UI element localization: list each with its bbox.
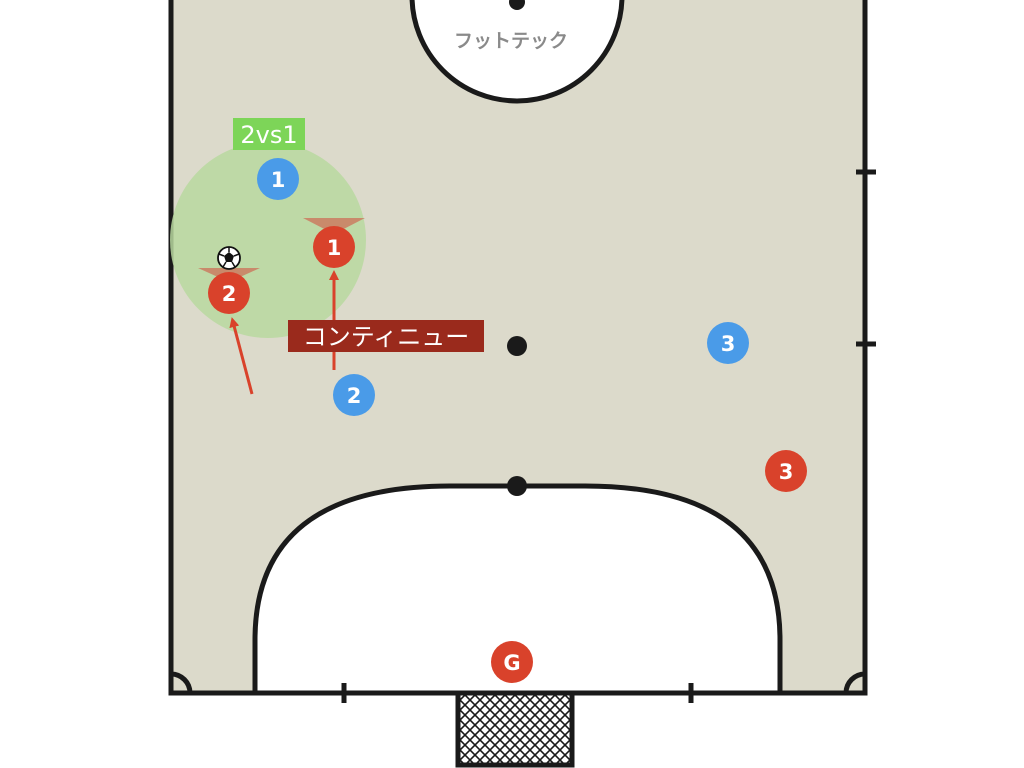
blue-player-3[interactable]: 3 bbox=[707, 322, 749, 364]
red-player-3-number: 3 bbox=[779, 460, 794, 484]
goalkeeper[interactable]: G bbox=[491, 641, 533, 683]
red-2-run-arrow bbox=[229, 317, 254, 395]
blue-player-1-number: 1 bbox=[271, 168, 286, 192]
penalty-spot bbox=[507, 476, 527, 496]
goal-net-icon bbox=[455, 690, 575, 768]
penalty-area bbox=[252, 483, 783, 696]
blue-player-2[interactable]: 2 bbox=[333, 374, 375, 416]
continue-label: コンティニュー bbox=[303, 323, 470, 351]
blue-player-2-number: 2 bbox=[347, 384, 362, 408]
soccer-ball-icon bbox=[217, 246, 241, 270]
second-penalty-spot bbox=[507, 336, 527, 356]
two-vs-one-label: 2vs1 bbox=[240, 121, 297, 149]
red-player-1-number: 1 bbox=[327, 236, 342, 260]
corner-arc-left bbox=[170, 671, 193, 694]
center-circle bbox=[409, 0, 625, 104]
red-player-2-number: 2 bbox=[222, 282, 237, 306]
red-player-3[interactable]: 3 bbox=[765, 450, 807, 492]
corner-arc-right bbox=[843, 671, 866, 694]
center-spot bbox=[509, 0, 525, 10]
goalkeeper-label: G bbox=[503, 651, 520, 675]
continue-tag bbox=[288, 320, 484, 352]
brand-logo-text: フットテック bbox=[454, 30, 568, 52]
two-vs-one-tag bbox=[233, 118, 305, 150]
red-player-1[interactable]: 1 bbox=[313, 226, 355, 268]
red-player-2[interactable]: 2 bbox=[208, 272, 250, 314]
blue-player-3-number: 3 bbox=[721, 332, 736, 356]
blue-player-1[interactable]: 1 bbox=[257, 158, 299, 200]
